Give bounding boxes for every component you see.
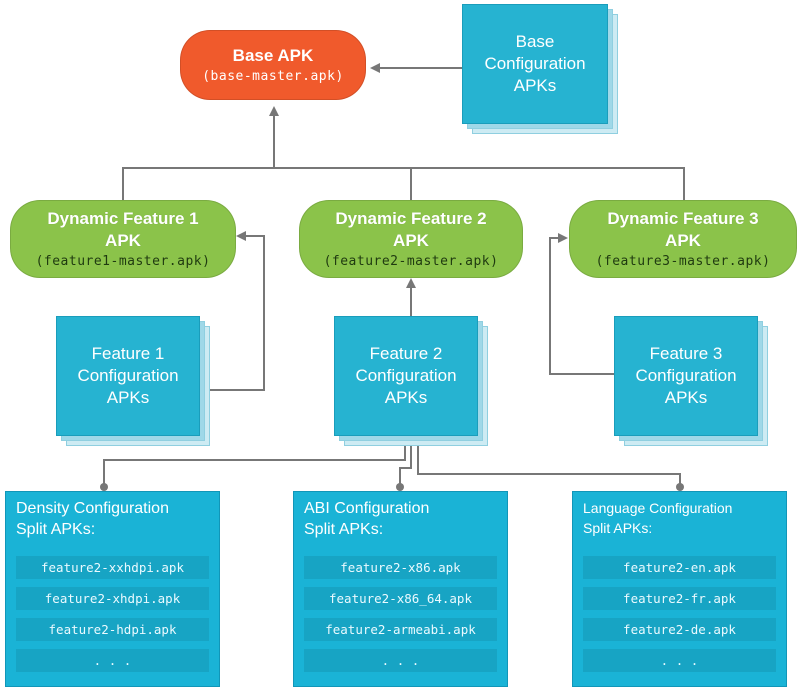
- split-item: feature2-armeabi.apk: [304, 618, 497, 641]
- split-item-more: . . .: [304, 649, 497, 672]
- feature2-title-line2: APK: [393, 230, 429, 250]
- line-feature1-trunk: [122, 167, 274, 200]
- feature2-title-line1: Dynamic Feature 2: [335, 208, 487, 228]
- feature1-title-line1: Dynamic Feature 1: [47, 208, 199, 228]
- line-to-density: [103, 440, 406, 486]
- abi-split-title: ABI Configuration Split APKs:: [304, 498, 429, 540]
- density-split-box: Density Configuration Split APKs: featur…: [5, 491, 220, 687]
- base-config-front: Base Configuration APKs: [462, 4, 608, 124]
- language-split-box: Language Configuration Split APKs: featu…: [572, 491, 787, 687]
- split-item: feature2-de.apk: [583, 618, 776, 641]
- split-item-more: . . .: [583, 649, 776, 672]
- feature3-config-front: Feature 3 Configuration APKs: [614, 316, 758, 436]
- abi-split-title-line1: ABI Configuration: [304, 500, 430, 517]
- split-item: feature2-x86.apk: [304, 556, 497, 579]
- feature3-config-line3: APKs: [664, 388, 708, 407]
- split-item: feature2-fr.apk: [583, 587, 776, 610]
- density-split-title: Density Configuration Split APKs:: [16, 498, 169, 540]
- language-split-title: Language Configuration Split APKs:: [583, 498, 732, 538]
- base-config-line3: APKs: [513, 76, 557, 95]
- feature1-file: (feature1-master.apk): [35, 253, 211, 269]
- connector-dot-density: [100, 483, 108, 491]
- split-item-more: . . .: [16, 649, 209, 672]
- feature1-config-front: Feature 1 Configuration APKs: [56, 316, 200, 436]
- split-item: feature2-xhdpi.apk: [16, 587, 209, 610]
- feature2-config-line1: Feature 2: [369, 344, 443, 363]
- feature2-apk-node: Dynamic Feature 2 APK (feature2-master.a…: [299, 200, 523, 278]
- density-split-title-line1: Density Configuration: [16, 500, 169, 517]
- feature2-config-line3: APKs: [384, 388, 428, 407]
- feature3-config-line2: Configuration: [635, 366, 737, 385]
- line-feature3-trunk: [274, 167, 685, 200]
- base-apk-title: Base APK: [232, 45, 314, 65]
- arrow-f1config-to-feature1: [200, 231, 265, 391]
- feature3-config-stack: Feature 3 Configuration APKs: [614, 316, 770, 448]
- feature3-title-line1: Dynamic Feature 3: [607, 208, 759, 228]
- feature2-config-stack: Feature 2 Configuration APKs: [334, 316, 490, 448]
- line-feature2-trunk: [274, 167, 412, 200]
- base-apk-node: Base APK (base-master.apk): [180, 30, 366, 100]
- feature3-title-line2: APK: [665, 230, 701, 250]
- split-item: feature2-xxhdpi.apk: [16, 556, 209, 579]
- arrow-f3config-to-feature3: [549, 233, 614, 375]
- feature1-config-line3: APKs: [106, 388, 150, 407]
- language-split-title-line2: Split APKs:: [583, 520, 653, 536]
- base-config-stack: Base Configuration APKs: [462, 4, 620, 136]
- connector-dot-language: [676, 483, 684, 491]
- feature1-config-stack: Feature 1 Configuration APKs: [56, 316, 212, 448]
- feature2-config-line2: Configuration: [355, 366, 457, 385]
- feature1-config-line1: Feature 1: [91, 344, 165, 363]
- split-item: feature2-x86_64.apk: [304, 587, 497, 610]
- split-item: feature2-hdpi.apk: [16, 618, 209, 641]
- feature3-config-line1: Feature 3: [649, 344, 723, 363]
- feature2-file: (feature2-master.apk): [323, 253, 499, 269]
- feature1-title-line2: APK: [105, 230, 141, 250]
- line-to-abi: [399, 440, 412, 486]
- base-apk-file: (base-master.apk): [202, 68, 344, 84]
- feature2-config-front: Feature 2 Configuration APKs: [334, 316, 478, 436]
- line-to-language: [417, 440, 681, 486]
- feature1-apk-node: Dynamic Feature 1 APK (feature1-master.a…: [10, 200, 236, 278]
- connector-dot-abi: [396, 483, 404, 491]
- feature3-file: (feature3-master.apk): [595, 253, 771, 269]
- base-config-line1: Base: [515, 32, 555, 51]
- abi-split-title-line2: Split APKs:: [304, 521, 384, 538]
- base-config-line2: Configuration: [484, 54, 586, 73]
- feature1-config-line2: Configuration: [77, 366, 179, 385]
- split-item: feature2-en.apk: [583, 556, 776, 579]
- abi-split-box: ABI Configuration Split APKs: feature2-x…: [293, 491, 508, 687]
- density-split-title-line2: Split APKs:: [16, 521, 96, 538]
- feature3-apk-node: Dynamic Feature 3 APK (feature3-master.a…: [569, 200, 797, 278]
- language-split-title-line1: Language Configuration: [583, 500, 733, 516]
